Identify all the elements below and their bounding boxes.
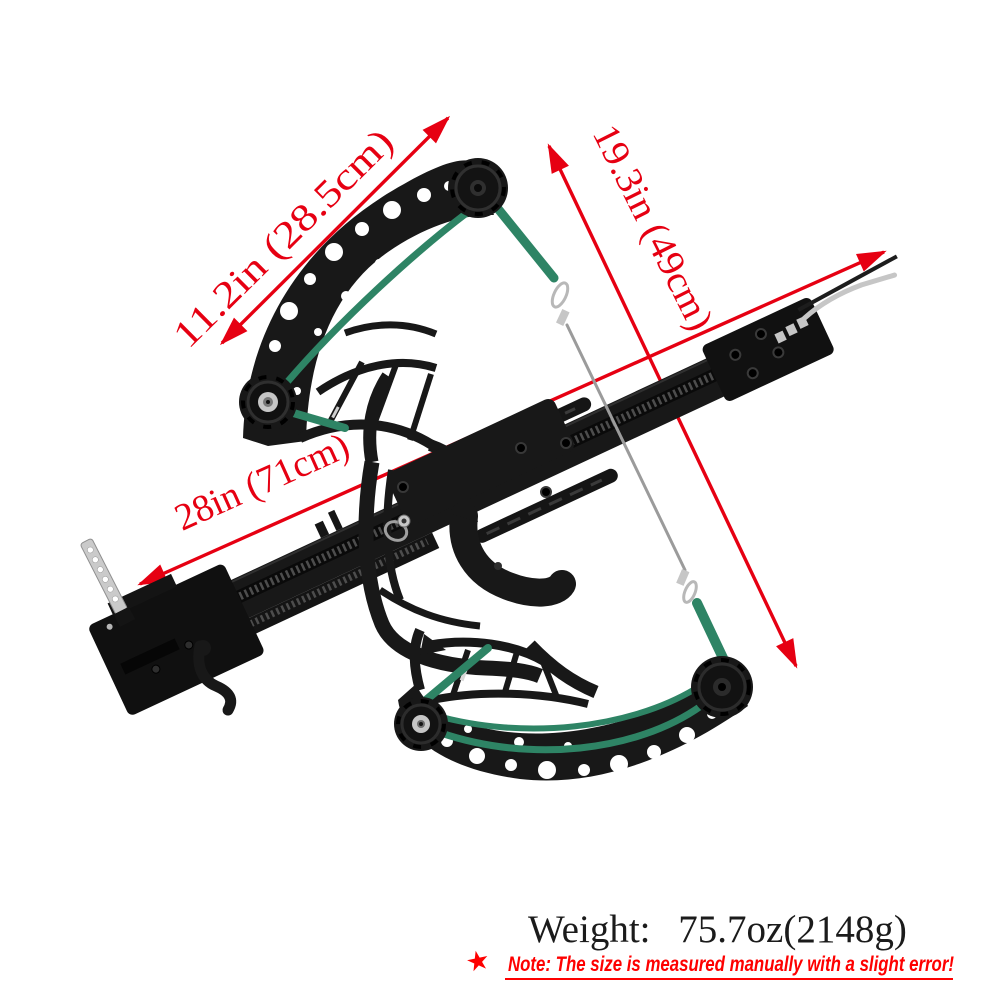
top-cam-wheel: [448, 158, 508, 218]
sight-strip: [80, 538, 136, 627]
riser-marking: [331, 406, 340, 419]
lower-limb: [398, 627, 748, 781]
trigger-lever: [193, 640, 237, 716]
latch-hook: [801, 272, 898, 321]
rear-latch: [702, 254, 898, 401]
pistol-grip: [449, 498, 576, 607]
cable-ferrule-bottom: [676, 568, 690, 586]
crossbow: [80, 158, 898, 781]
cable-loop-top: [550, 281, 570, 309]
bow-string: [279, 200, 728, 754]
cable-loop-bottom: [682, 580, 698, 604]
spec-block: Weight: 75.7oz(2148g) ★ Note: The size i…: [463, 908, 954, 980]
riser: [331, 372, 576, 684]
weight-text: Weight: 75.7oz(2148g): [528, 908, 907, 951]
lower-limb-holes: [441, 709, 717, 779]
lower-right-cam-wheel: [691, 656, 753, 718]
idler-wheel: [239, 373, 297, 431]
note-text: Note: The size is measured manually with…: [508, 953, 954, 976]
dimension-label-string-axis: 19.3in (49cm): [584, 118, 722, 337]
frame-spur: [420, 634, 446, 655]
weight-value: 75.7oz(2148g): [678, 908, 907, 951]
steel-cable: [550, 281, 698, 604]
note-star-icon: ★: [463, 944, 493, 978]
lower-left-cam-wheel: [394, 697, 448, 751]
rack-teeth: [186, 367, 725, 625]
latch-blade: [797, 254, 898, 312]
cable-ferrule-top: [555, 308, 570, 326]
weight-label: Weight:: [528, 908, 651, 951]
rail-mount-plate: [386, 399, 574, 525]
safety-pin-ring: [383, 514, 411, 542]
